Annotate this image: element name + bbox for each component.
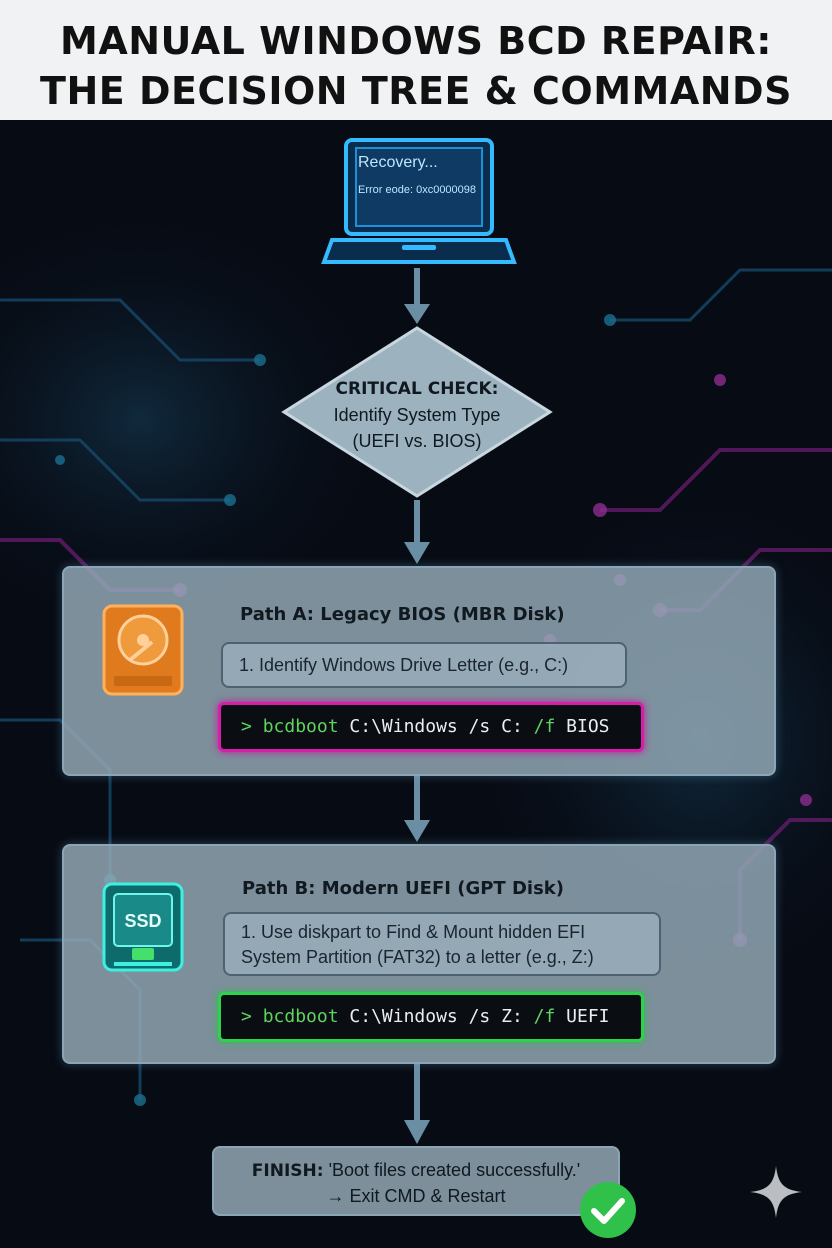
cmd-keyword: bcdboot [262,1006,339,1027]
decision-text: CRITICAL CHECK: Identify System Type (UE… [300,376,534,454]
laptop-icon [321,138,517,264]
path-a-step1: 1. Identify Windows Drive Letter (e.g., … [221,642,627,688]
arrow-check-to-path-a [404,500,430,564]
title-bar: MANUAL WINDOWS BCD REPAIR: THE DECISION … [0,0,832,120]
path-a-panel: Path A: Legacy BIOS (MBR Disk) 1. Identi… [62,566,776,776]
decision-line1: Identify System Type [333,405,501,425]
finish-message: 'Boot files created successfully.' [328,1160,581,1180]
arrow-path-a-to-path-b [404,774,430,842]
cmd-value: UEFI [566,1006,610,1027]
cmd-args: C:\Windows /s C: [349,716,523,737]
path-a-title: Path A: Legacy BIOS (MBR Disk) [240,604,565,625]
sparkle-icon [750,1166,802,1218]
cmd-keyword: bcdboot [262,716,339,737]
decision-heading: CRITICAL CHECK: [335,379,499,399]
path-b-title: Path B: Modern UEFI (GPT Disk) [242,878,564,899]
finish-action: → Exit CMD & Restart [326,1186,506,1206]
page-title-line2: THE DECISION TREE & COMMANDS [40,69,792,113]
cmd-flag: /f [533,1006,556,1027]
cmd-prompt: > [241,1006,252,1027]
cmd-args: C:\Windows /s Z: [349,1006,523,1027]
laptop-screen-error: Error eode: 0xc0000098 [358,184,477,196]
path-b-panel: SSD Path B: Modern UEFI (GPT Disk) 1. Us… [62,844,776,1064]
finish-box: FINISH: 'Boot files created successfully… [212,1146,620,1216]
ssd-icon: SSD [102,882,184,972]
decision-diamond [281,326,553,498]
path-b-command: > bcdboot C:\Windows /s Z: /f UEFI [218,992,644,1042]
cmd-value: BIOS [566,716,610,737]
arrow-path-b-to-finish [404,1062,430,1144]
cmd-flag: /f [533,716,556,737]
page-title-line1: MANUAL WINDOWS BCD REPAIR: [60,19,772,63]
ssd-label: SSD [124,911,161,931]
hdd-icon [102,604,184,696]
decision-line2: (UEFI vs. BIOS) [352,431,482,451]
arrow-laptop-to-check [404,268,430,324]
path-a-command: > bcdboot C:\Windows /s C: /f BIOS [218,702,644,752]
laptop-screen-title: Recovery... [358,154,438,171]
path-b-step1-line1: 1. Use diskpart to Find & Mount hidden E… [241,922,586,942]
finish-label: FINISH: [251,1161,324,1181]
checkmark-icon [580,1182,636,1238]
path-b-step1: 1. Use diskpart to Find & Mount hidden E… [223,912,661,976]
cmd-prompt: > [241,716,252,737]
path-b-step1-line2: System Partition (FAT32) to a letter (e.… [241,947,594,967]
